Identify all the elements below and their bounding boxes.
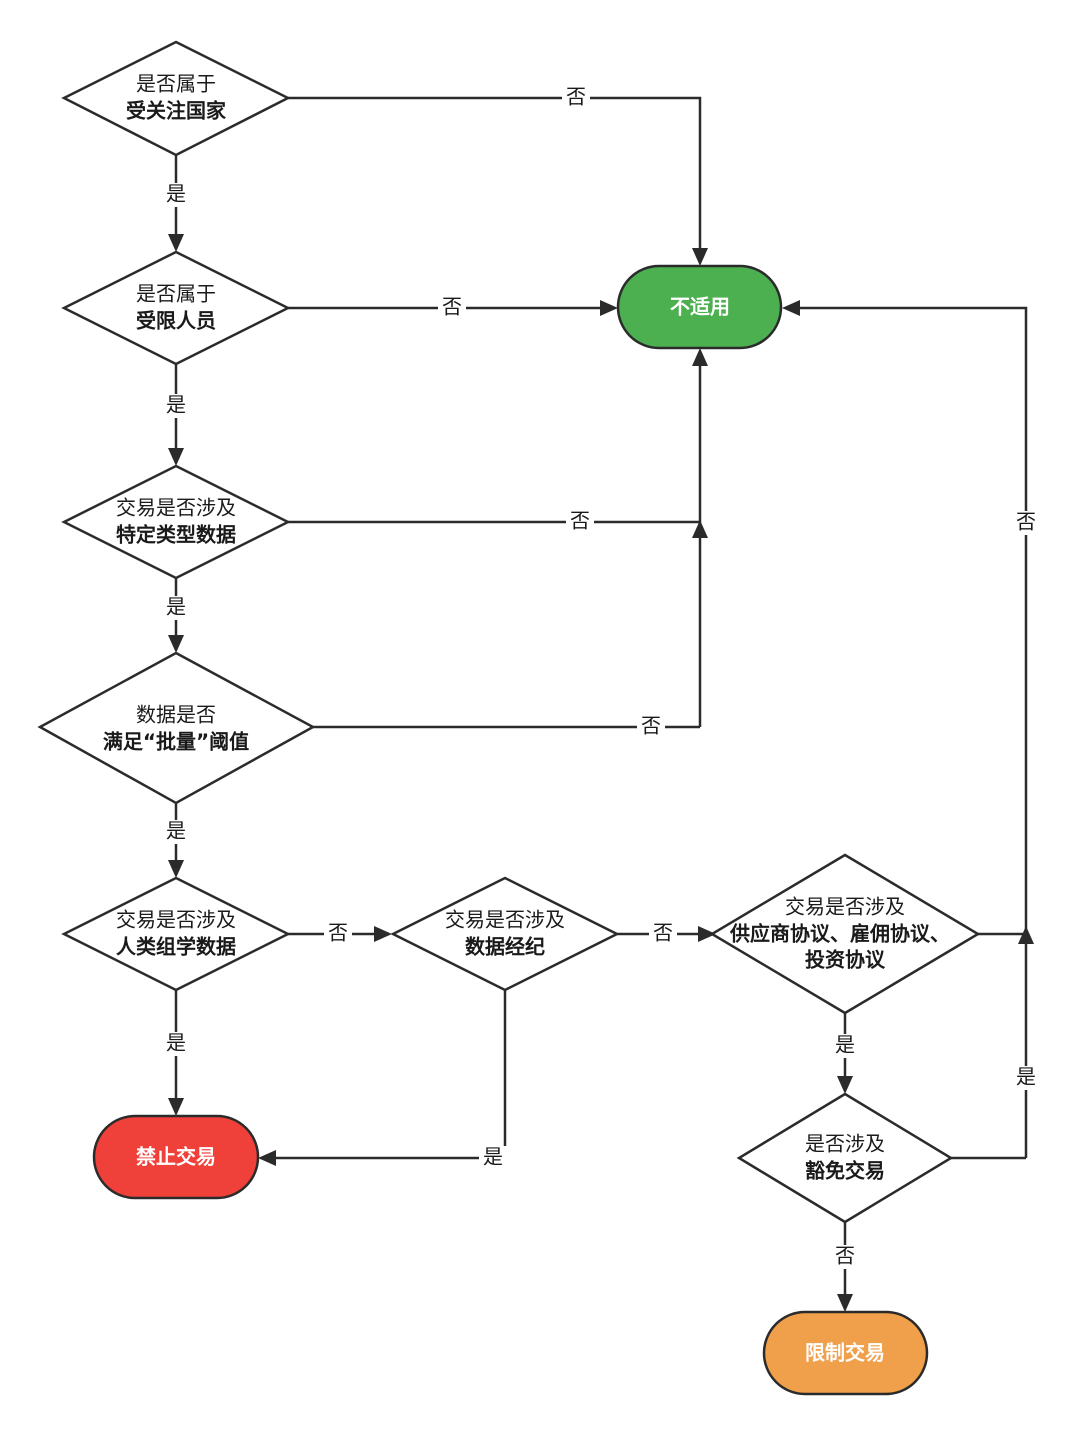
arrowhead — [698, 926, 716, 942]
edge-label-d3-no: 否 — [566, 509, 594, 534]
svg-text:是: 是 — [166, 819, 186, 843]
edge-label-d7-no: 否 — [1012, 510, 1040, 535]
edge-label-d5-no: 否 — [324, 921, 352, 946]
edge-labels: 否 是 否 是 否 是 否 是 — [162, 85, 1040, 1269]
arrowhead — [374, 926, 392, 942]
edge-label-d7-yes: 是 — [831, 1033, 859, 1058]
svg-text:是: 是 — [166, 182, 186, 206]
arrowhead — [168, 234, 184, 252]
decision-line2: 数据经纪 — [465, 935, 545, 959]
decision-d6: 交易是否涉及 数据经纪 — [390, 876, 620, 992]
diamond-shape — [709, 853, 981, 1015]
decision-d3: 交易是否涉及 特定类型数据 — [61, 464, 291, 580]
terminal-restricted-transaction: 限制交易 — [762, 1310, 929, 1396]
svg-text:否: 否 — [442, 295, 462, 319]
edge-right-column — [798, 306, 1028, 1158]
edge-label-d4-no: 否 — [637, 714, 665, 739]
decision-line1: 交易是否涉及 — [785, 895, 905, 919]
decision-line1: 交易是否涉及 — [116, 908, 236, 932]
edge-d6-yes — [274, 990, 507, 1160]
svg-text:否: 否 — [641, 714, 661, 738]
decision-line3: 投资协议 — [805, 948, 886, 972]
decision-line1: 是否属于 — [136, 282, 216, 306]
decision-line1: 交易是否涉及 — [445, 908, 565, 932]
terminal-not-applicable: 不适用 — [616, 264, 783, 350]
edge-label-d8-no: 否 — [831, 1244, 859, 1269]
decision-line1: 是否涉及 — [805, 1132, 885, 1156]
decision-line1: 数据是否 — [136, 703, 216, 727]
diamond-shape — [37, 651, 316, 805]
edge-label-d6-yes: 是 — [479, 1145, 507, 1170]
decision-d2: 是否属于 受限人员 — [61, 250, 291, 366]
edge-label-d2-no: 否 — [438, 295, 466, 320]
terminal-shape — [92, 1114, 260, 1200]
diamond-shape — [390, 876, 620, 992]
edge-label-d3-yes: 是 — [162, 595, 190, 620]
edge-label-d6-no: 否 — [649, 921, 677, 946]
edge-label-d4-yes: 是 — [162, 819, 190, 844]
terminal-label: 限制交易 — [805, 1341, 885, 1365]
decision-line2: 特定类型数据 — [116, 523, 236, 547]
svg-text:是: 是 — [166, 393, 186, 417]
svg-text:否: 否 — [835, 1244, 855, 1268]
arrowhead — [168, 860, 184, 878]
svg-text:是: 是 — [483, 1145, 503, 1169]
diamond-shape — [61, 464, 291, 580]
svg-text:否: 否 — [570, 509, 590, 533]
svg-text:否: 否 — [1016, 510, 1036, 534]
arrowhead — [692, 348, 708, 366]
decision-d4: 数据是否 满足“批量”阈值 — [37, 651, 316, 805]
arrowhead — [782, 300, 800, 316]
terminal-prohibited-transaction: 禁止交易 — [92, 1114, 260, 1200]
edge-label-d1-no: 否 — [562, 85, 590, 110]
terminal-shape — [616, 264, 783, 350]
edge-label-d5-yes: 是 — [162, 1031, 190, 1056]
svg-text:否: 否 — [566, 85, 586, 109]
decision-d5: 交易是否涉及 人类组学数据 — [61, 876, 291, 992]
edge-label-d1-yes: 是 — [162, 182, 190, 207]
arrowhead — [168, 1098, 184, 1116]
svg-text:是: 是 — [166, 595, 186, 619]
terminal-shape — [762, 1310, 929, 1396]
decision-line2: 满足“批量”阈值 — [103, 730, 249, 754]
terminal-label: 禁止交易 — [136, 1145, 216, 1169]
svg-text:否: 否 — [653, 921, 673, 945]
diamond-shape — [61, 876, 291, 992]
decision-line2: 豁免交易 — [805, 1159, 885, 1183]
svg-text:是: 是 — [1016, 1065, 1036, 1089]
svg-text:是: 是 — [166, 1031, 186, 1055]
terminal-label: 不适用 — [670, 295, 730, 319]
decision-line2: 受关注国家 — [126, 99, 227, 123]
edge-label-d8-yes: 是 — [1012, 1065, 1040, 1090]
edge-label-d2-yes: 是 — [162, 393, 190, 418]
arrowhead — [600, 300, 618, 316]
svg-text:是: 是 — [835, 1033, 855, 1057]
arrowhead — [837, 1294, 853, 1312]
decision-d1: 是否属于 受关注国家 — [61, 40, 291, 157]
decision-line1: 是否属于 — [136, 72, 216, 96]
arrowhead — [168, 635, 184, 653]
decision-line2: 受限人员 — [136, 309, 216, 333]
decision-line2: 供应商协议、雇佣协议、 — [729, 922, 950, 946]
arrowhead — [837, 1076, 853, 1094]
diamond-shape — [61, 40, 291, 157]
arrowhead — [258, 1150, 276, 1166]
arrowhead — [168, 448, 184, 466]
decision-line2: 人类组学数据 — [116, 935, 236, 959]
diamond-shape — [61, 250, 291, 366]
svg-text:否: 否 — [328, 921, 348, 945]
decision-d8: 是否涉及 豁免交易 — [736, 1092, 954, 1224]
arrowhead — [1018, 926, 1034, 944]
edge-d1-no — [288, 96, 702, 250]
diamond-shape — [736, 1092, 954, 1224]
decision-d7: 交易是否涉及 供应商协议、雇佣协议、 投资协议 — [709, 853, 981, 1015]
arrowhead — [692, 248, 708, 266]
decision-line1: 交易是否涉及 — [116, 496, 236, 520]
